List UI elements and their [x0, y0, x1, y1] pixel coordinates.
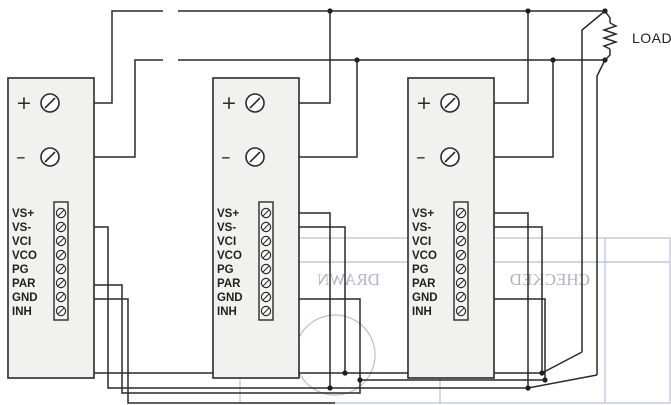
- pin-screw-slot: [57, 223, 65, 231]
- terminal-plus-sign: +: [16, 92, 32, 114]
- junction-dot: [525, 385, 531, 391]
- terminal-screw-slot: [444, 97, 456, 109]
- pin-label: INH: [12, 306, 32, 318]
- bottom-wire-d: [68, 298, 335, 404]
- pin-screw-slot: [57, 251, 65, 259]
- pin-screw-slot: [262, 265, 270, 273]
- pin-screw-slot: [262, 307, 270, 315]
- pin-label: VCO: [412, 250, 437, 262]
- pin-label: VS-: [217, 222, 236, 234]
- junction-dot: [602, 57, 608, 63]
- terminal-screw-slot: [249, 151, 261, 163]
- junction-dot: [354, 57, 360, 63]
- junction-dot: [539, 370, 545, 376]
- pin-screw-slot: [457, 307, 465, 315]
- terminal-screw-slot: [444, 151, 456, 163]
- bottom-wire-c: [68, 284, 545, 394]
- load-resistor-icon: [601, 22, 619, 50]
- pin-screw-slot: [457, 209, 465, 217]
- pin-label: VCI: [217, 236, 236, 248]
- terminal-screw-slot: [44, 97, 56, 109]
- pin-label: VS+: [412, 208, 434, 220]
- power-supply-body: [7, 77, 95, 379]
- pin-screw-slot: [457, 293, 465, 301]
- pin-screw-slot: [57, 265, 65, 273]
- pin-screw-slot: [57, 209, 65, 217]
- pin-screw-slot: [457, 265, 465, 273]
- pin-screw-slot: [57, 279, 65, 287]
- terminal-plus-sign: +: [221, 92, 237, 114]
- stamp-drawn-text: DRAWN: [317, 270, 380, 289]
- junction-dot: [550, 57, 556, 63]
- pin-screw-slot: [457, 251, 465, 259]
- junction-dots: [327, 8, 608, 391]
- terminal-minus-sign: –: [416, 146, 426, 168]
- stamp-checked-text: CHECKED: [510, 270, 590, 289]
- pin-screw-slot: [262, 237, 270, 245]
- pin-screw-slot: [457, 237, 465, 245]
- pin-label: GND: [217, 292, 243, 304]
- bottom-wire-a: [68, 212, 583, 374]
- connector-strip: [53, 201, 69, 321]
- terminal-minus-sign: –: [221, 146, 231, 168]
- power-supply-body: [407, 77, 495, 379]
- pin-label: PG: [217, 264, 234, 276]
- junction-dot: [542, 377, 548, 383]
- pin-screw-slot: [57, 307, 65, 315]
- pin-screw-slot: [262, 251, 270, 259]
- terminal-minus-sign: –: [16, 146, 26, 168]
- junction-dot: [602, 8, 608, 14]
- pin-label: INH: [217, 306, 237, 318]
- pin-screw-slot: [262, 279, 270, 287]
- pin-label: VS-: [12, 222, 31, 234]
- supply-3: + – VS+ VS- VCI VCO PG PAR GND INH: [407, 77, 495, 379]
- supply-1: + – VS+ VS- VCI VCO PG PAR GND INH: [7, 77, 95, 379]
- pin-screw-slot: [57, 237, 65, 245]
- pin-label: PG: [412, 264, 429, 276]
- pin-label: INH: [412, 306, 432, 318]
- junction-dot: [525, 8, 531, 14]
- power-supply-body: [212, 77, 300, 379]
- pin-screw-slot: [262, 223, 270, 231]
- negative-bus-wire: [64, 59, 605, 158]
- pin-label: GND: [412, 292, 438, 304]
- pin-screw-slot: [262, 209, 270, 217]
- pin-screw-slot: [457, 223, 465, 231]
- junction-dot: [357, 377, 363, 383]
- pin-label: VCI: [12, 236, 31, 248]
- pin-label: PAR: [412, 278, 436, 290]
- pin-label: VCO: [217, 250, 242, 262]
- pin-label: VCO: [12, 250, 37, 262]
- connector-strip: [258, 201, 274, 321]
- junction-dot: [327, 8, 333, 14]
- pin-label: VS+: [217, 208, 239, 220]
- bottom-wire-b: [68, 226, 598, 389]
- terminal-screw-slot: [249, 97, 261, 109]
- terminal-plus-sign: +: [416, 92, 432, 114]
- load-right-wires: [581, 10, 611, 375]
- pin-label: VCI: [412, 236, 431, 248]
- junction-dot: [327, 385, 333, 391]
- stamp-seal: [294, 314, 376, 396]
- pin-screw-slot: [57, 293, 65, 301]
- pin-label: GND: [12, 292, 38, 304]
- junction-dot: [342, 370, 348, 376]
- pin-label: VS-: [412, 222, 431, 234]
- pin-label: VS+: [12, 208, 34, 220]
- terminal-screw-slot: [44, 151, 56, 163]
- pin-label: PAR: [12, 278, 36, 290]
- pin-screw-slot: [262, 293, 270, 301]
- pin-label: PAR: [217, 278, 241, 290]
- pin-screw-slot: [457, 279, 465, 287]
- supply-2: + – VS+ VS- VCI VCO PG PAR GND INH: [212, 77, 300, 379]
- positive-bus-wire: [64, 10, 605, 104]
- load-label: LOAD: [632, 30, 671, 46]
- pin-label: PG: [12, 264, 29, 276]
- connector-strip: [453, 201, 469, 321]
